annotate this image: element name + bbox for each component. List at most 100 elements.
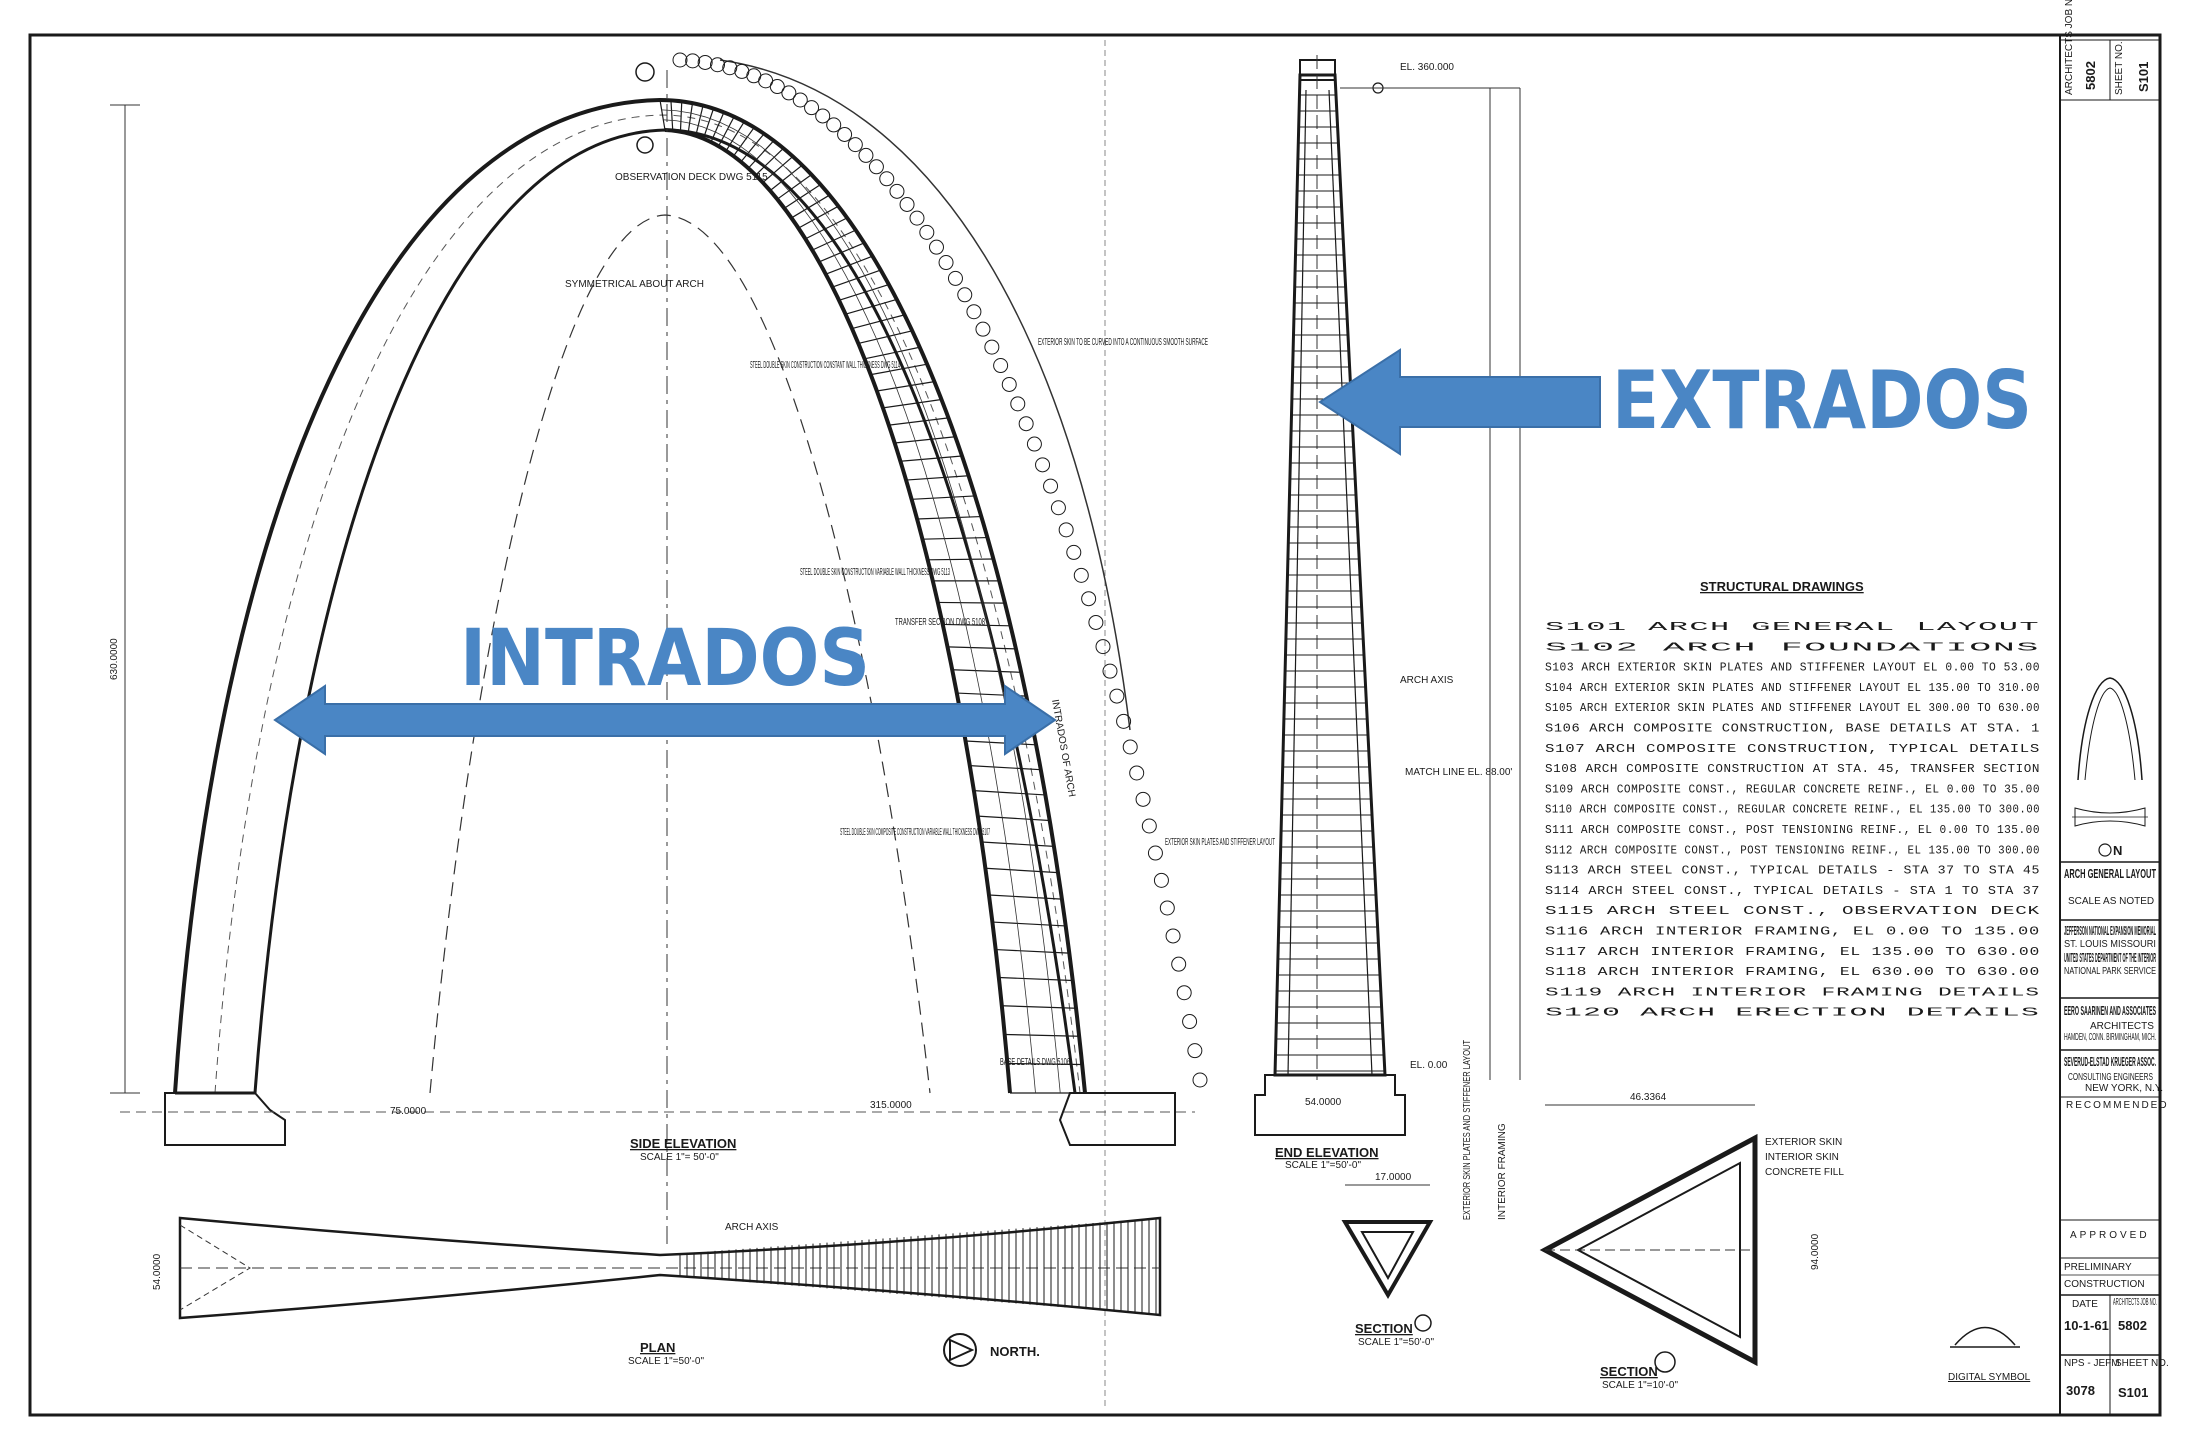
station-callout [1129, 765, 1145, 781]
tb-client-1: JEFFERSON NATIONAL EXPANSION MEMORIAL [2064, 923, 2156, 938]
segment-tick [702, 108, 715, 139]
station-callout [966, 304, 982, 320]
plan-scale: SCALE 1"=50'-0" [628, 1356, 704, 1367]
arch-base-right [1058, 1092, 1176, 1146]
segment-tick [659, 99, 666, 131]
station-callout [826, 117, 842, 133]
arch-interior-thin [429, 214, 931, 1094]
station-callout [847, 137, 863, 153]
digital-symbol-label: DIGITAL SYMBOL [1948, 1372, 2031, 1383]
station-callout [1010, 396, 1026, 412]
concrete-fill-label: CONCRETE FILL [1765, 1167, 1844, 1178]
tb-construction: CONSTRUCTION [2064, 1279, 2145, 1290]
plan-width-dim: 54.0000 [152, 1253, 163, 1290]
section-b-side: 94.0000 [1810, 1233, 1821, 1270]
end-elevation: EL. 360.000 EL. 0.00 MATCH LINE EL. 88.0… [1254, 55, 1521, 1220]
section-b-outer [1539, 1133, 1758, 1367]
arch-base-left [164, 1092, 286, 1146]
extrados-annotation: EXTRADOS [1318, 348, 2032, 456]
arch-outer-line [173, 97, 1087, 1094]
tb-approved: APPROVED [2070, 1230, 2150, 1241]
segment-tick [888, 417, 949, 426]
exterior-skin-plates-label: EXTERIOR SKIN PLATES AND STIFFENER LAYOU… [1462, 1040, 1473, 1220]
structural-drawing-item: S114 ARCH STEEL CONST., TYPICAL DETAILS … [1545, 885, 2040, 898]
segment-tick [845, 298, 897, 315]
segment-tick [988, 894, 1062, 900]
segment-tick [858, 330, 913, 345]
arch-inner-line [253, 128, 1077, 1094]
segment-tick [981, 841, 1054, 847]
station-callout [957, 287, 973, 303]
segment-tick [998, 976, 1073, 982]
tb-north-icon [2098, 843, 2112, 857]
title-block: ARCHITECTS JOB NO. 5802 SHEET NO. S101 N… [2059, 0, 2169, 1415]
segment-tick [687, 103, 694, 134]
span-dimension: 315.0000 [870, 1100, 912, 1111]
station-callout [1109, 688, 1125, 704]
section-a-scale: SCALE 1"=50'-0" [1358, 1337, 1434, 1348]
arch-envelope-curve [719, 59, 1131, 731]
station-callout [1165, 928, 1181, 944]
station-callout [889, 183, 905, 199]
station-callout [1035, 457, 1051, 473]
tb-client-1-sub: ST. LOUIS MISSOURI [2064, 939, 2156, 950]
section-b-title: SECTION [1600, 1364, 1658, 1379]
station-callout [1176, 985, 1192, 1001]
station-callout [1081, 591, 1097, 607]
end-elevation-rungs [1275, 94, 1385, 1072]
side-elevation-scale: SCALE 1"= 50'-0" [640, 1152, 719, 1163]
base-end-dim: 54.0000 [1305, 1097, 1342, 1108]
el-zero-label: EL. 0.00 [1410, 1060, 1448, 1071]
tb-sheet-no-2: S101 [2118, 1385, 2148, 1400]
tb-architect: EERO SAARINEN AND ASSOCIATES [2064, 1003, 2156, 1018]
station-callout [781, 85, 797, 101]
arch-axis-dashed [214, 114, 1081, 1094]
segment-tick [911, 495, 976, 500]
segment-tick [740, 133, 765, 163]
height-dimension: 630.0000 [109, 638, 120, 680]
station-callout [909, 210, 925, 226]
segment-tick [838, 283, 889, 301]
station-callout [1141, 818, 1157, 834]
section-a-title: SECTION [1355, 1321, 1413, 1336]
tb-architect-sub: ARCHITECTS [2090, 1021, 2154, 1032]
segment-tick [985, 867, 1059, 874]
station-callout [1043, 478, 1059, 494]
station-callout [1073, 567, 1089, 583]
interior-skin-label: INTERIOR SKIN [1765, 1152, 1839, 1163]
side-elevation: 630.0000 315.0000 75.0000 SIDE ELEVATION… [109, 52, 1275, 1245]
station-callout [804, 100, 820, 116]
station-callout [1066, 544, 1082, 560]
exterior-skin-label: EXTERIOR SKIN [1765, 1137, 1842, 1148]
north-label: NORTH. [990, 1344, 1040, 1359]
segment-tick [882, 398, 942, 409]
segment-tick [906, 475, 969, 481]
section-a-inner [1360, 1231, 1415, 1281]
structural-drawing-item: S104 ARCH EXTERIOR SKIN PLATES AND STIFF… [1545, 682, 2040, 695]
intrados-of-arch-note: INTRADOS OF ARCH [1049, 699, 1077, 798]
section-b-marker [1654, 1351, 1676, 1373]
segment-tick [791, 194, 830, 219]
double-skin-1: STEEL DOUBLE SKIN CONSTRUCTION CONSTANT … [750, 360, 900, 371]
station-callout [879, 171, 895, 187]
plan-title: PLAN [640, 1340, 675, 1355]
side-elevation-title: SIDE ELEVATION [630, 1136, 736, 1151]
segment-tick [1004, 1033, 1080, 1037]
tb-top-box-2 [2109, 39, 2161, 101]
station-callout [1088, 614, 1104, 630]
segment-tick [710, 112, 725, 143]
station-callout [837, 126, 853, 142]
segment-longitudinal [663, 119, 1036, 1094]
station-callout [1135, 791, 1151, 807]
tb-client-2-sub: NATIONAL PARK SERVICE [2064, 966, 2156, 977]
structural-drawings-title: STRUCTURAL DRAWINGS [1700, 579, 1864, 594]
structural-drawing-item: S102 ARCH FOUNDATIONS [1545, 641, 2040, 654]
tb-arch-icon [2077, 677, 2143, 781]
structural-drawing-item: S101 ARCH GENERAL LAYOUT [1545, 621, 2040, 634]
section-a-width: 17.0000 [1375, 1172, 1412, 1183]
station-callout [1187, 1043, 1203, 1059]
extrados-label: EXTRADOS [1612, 354, 2032, 447]
section-a-marker [1414, 1314, 1432, 1332]
intrados-label: INTRADOS [460, 614, 870, 704]
tb-architect-loc: HAMDEN, CONN. BIRMINGHAM, MICH. [2064, 1032, 2156, 1043]
